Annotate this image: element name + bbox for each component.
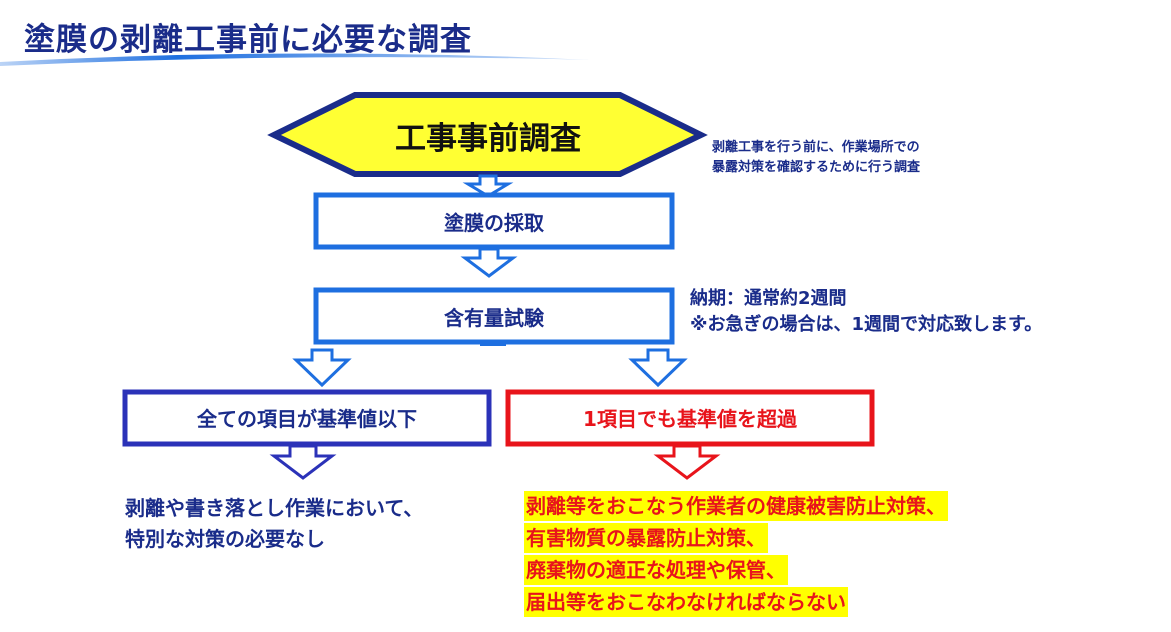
arrow-down-right [628,348,688,388]
below-standard-result: 剥離や書き落とし作業において、 特別な対策の必要なし [125,493,423,555]
below-standard-label: 全ての項目が基準値以下 [197,406,417,431]
pre-survey-hexagon [267,92,708,177]
highlighted-result-line: 剥離等をおこなう作業者の健康被害防止対策、 [524,491,948,521]
below-standard-box [122,389,492,447]
highlighted-result-line: 届出等をおこなわなければならない [524,587,848,617]
survey-note-line: 暴露対策を確認するために行う調査 [712,160,921,175]
arrow-ng-result [653,444,721,480]
sampling-box [313,192,675,250]
arrow-down-left [292,348,352,388]
survey-note: 剥離工事を行う前に、作業場所での 暴露対策を確認するために行う調査 [712,138,920,178]
highlighted-result-line: 廃棄物の適正な処理や保管、 [524,555,788,585]
connector-stub [480,342,506,346]
result-line: 特別な対策の必要なし [125,527,325,551]
above-standard-result: 剥離等をおこなう作業者の健康被害防止対策、 有害物質の暴露防止対策、 廃棄物の適… [524,491,948,619]
above-standard-label: 1項目でも基準値を超過 [583,406,797,431]
delivery-note: 納期：通常約2週間 ※お急ぎの場合は、1週間で対応致します。 [690,286,1042,338]
delivery-note-line: 納期：通常約2週間 [690,288,847,309]
title-underline-swoosh [0,53,590,66]
page-title: 塗膜の剥離工事前に必要な調査 [24,22,472,58]
arrow-ok-result [269,444,337,480]
arrow-down-2 [460,247,518,278]
content-test-label: 含有量試験 [444,305,544,330]
sampling-label: 塗膜の採取 [444,210,544,235]
delivery-note-line: ※お急ぎの場合は、1週間で対応致します。 [690,314,1043,335]
arrow-down-1 [462,174,514,198]
highlighted-result-line: 有害物質の暴露防止対策、 [524,523,768,553]
pre-survey-label: 工事事前調査 [395,120,581,157]
survey-note-line: 剥離工事を行う前に、作業場所での [712,140,920,155]
above-standard-box [505,389,875,447]
result-line: 剥離や書き落とし作業において、 [125,496,424,520]
